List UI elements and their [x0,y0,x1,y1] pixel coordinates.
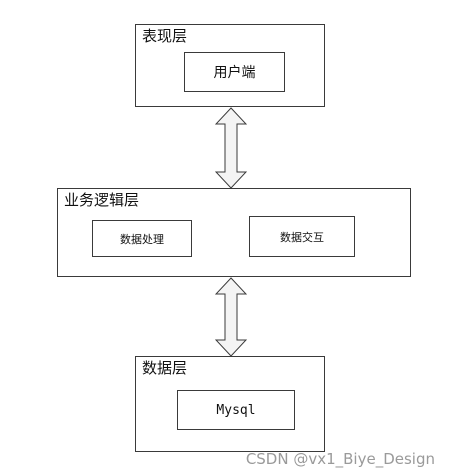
data-exchange-box: 数据交互 [249,216,355,257]
presentation-layer: 表现层 用户端 [135,24,325,107]
double-arrow-bottom [215,277,247,357]
client-box: 用户端 [184,52,285,92]
double-arrow-top [215,107,247,189]
business-logic-layer-title: 业务逻辑层 [64,191,140,209]
presentation-layer-title: 表现层 [142,27,188,45]
data-layer-title: 数据层 [142,359,188,377]
data-layer: 数据层 Mysql [135,356,325,452]
business-logic-layer: 业务逻辑层 数据处理 数据交互 [57,188,411,277]
data-processing-box: 数据处理 [92,220,192,257]
watermark: CSDN @vx1_Biye_Design [245,450,435,468]
mysql-box: Mysql [177,390,295,430]
